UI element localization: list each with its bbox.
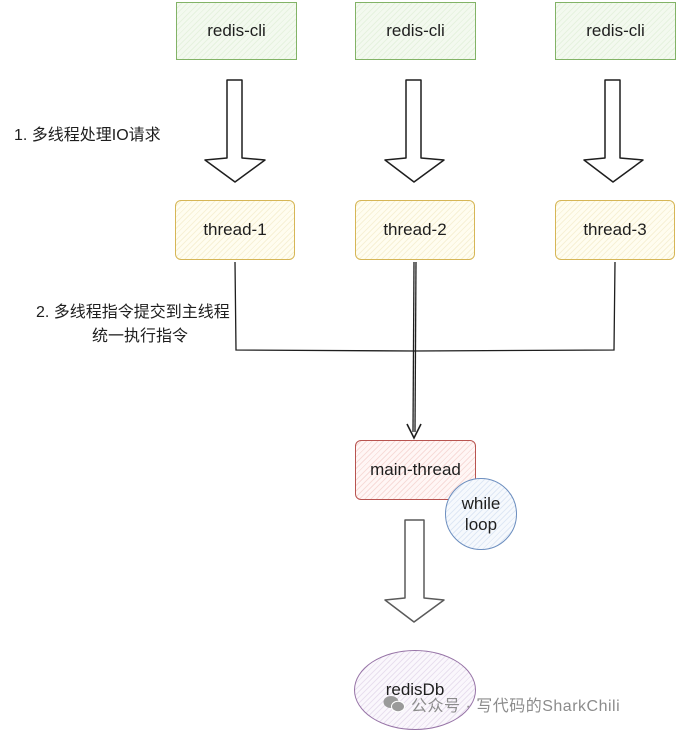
client-label: redis-cli bbox=[586, 21, 645, 40]
main-thread-label: main-thread bbox=[370, 460, 461, 479]
watermark: 公众号 · 写代码的SharkChili bbox=[383, 692, 620, 716]
thread-label: thread-3 bbox=[583, 220, 647, 239]
thread-node-3: thread-3 bbox=[555, 200, 675, 260]
step2-annotation-line1: 2. 多线程指令提交到主线程 bbox=[36, 304, 230, 321]
redisdb-label: redisDb bbox=[385, 680, 445, 699]
thread-node-1: thread-1 bbox=[175, 200, 295, 260]
loop-label-line1: while bbox=[461, 493, 501, 513]
client-node-1: redis-cli bbox=[176, 2, 297, 60]
line-thread2 bbox=[412, 261, 415, 433]
client-node-3: redis-cli bbox=[555, 2, 676, 60]
thread-label: thread-2 bbox=[383, 220, 447, 239]
client-label: redis-cli bbox=[386, 21, 445, 40]
arrowhead-to-main bbox=[406, 423, 422, 440]
client-node-2: redis-cli bbox=[355, 2, 476, 60]
wechat-icon bbox=[383, 695, 405, 713]
step1-annotation: 1. 多线程处理IO请求 bbox=[14, 127, 161, 144]
while-loop-node: while loop bbox=[445, 478, 517, 550]
main-thread-node: main-thread bbox=[355, 440, 476, 500]
line-thread2b bbox=[414, 261, 417, 433]
loop-label-line2: loop bbox=[464, 515, 498, 534]
arrow-client1-to-thread1 bbox=[204, 79, 266, 183]
thread-node-2: thread-2 bbox=[355, 200, 475, 260]
arrow-client2-to-thread2 bbox=[384, 79, 445, 183]
step2-annotation-line2: 统一执行指令 bbox=[92, 328, 189, 345]
arrow-client3-to-thread3 bbox=[583, 79, 644, 183]
watermark-text: 公众号 · 写代码的SharkChili bbox=[411, 698, 621, 715]
thread-label: thread-1 bbox=[203, 220, 267, 239]
line-thread3 bbox=[413, 261, 616, 352]
line-thread1 bbox=[234, 261, 415, 352]
client-label: redis-cli bbox=[207, 21, 266, 40]
arrow-main-to-db bbox=[384, 519, 445, 623]
redisdb-node: redisDb bbox=[354, 650, 476, 730]
